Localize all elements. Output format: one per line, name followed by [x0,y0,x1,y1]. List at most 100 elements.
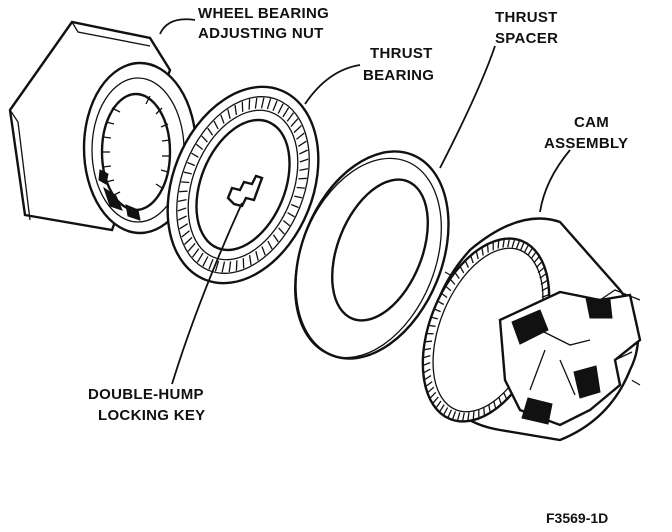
needle-roller [299,158,309,163]
needle-roller [282,219,291,227]
needle-roller [297,140,307,147]
needle-roller [299,149,308,155]
gear-tooth [527,248,533,256]
needle-roller [207,127,214,136]
gear-tooth [454,272,460,279]
gear-tooth [441,293,448,299]
gear-tooth [475,251,479,260]
gear-tooth [502,239,505,248]
needle-roller [191,152,199,158]
gear-tooth [470,256,474,264]
needle-roller [254,97,258,109]
needle-roller [181,230,190,238]
leader-wheel-bearing-nut [159,18,196,35]
needle-roller [267,240,273,250]
needle-roller [183,171,192,175]
gear-tooth [434,308,441,313]
gear-tooth [530,252,537,260]
label-locking-key-line2: LOCKING KEY [98,407,205,424]
needle-roller [266,98,272,110]
needle-roller [187,161,196,167]
gear-tooth [498,396,502,404]
gear-tooth [432,396,439,404]
gear-tooth [424,375,432,380]
needle-roller [277,103,284,114]
gear-tooth [427,386,435,393]
label-thrust-spacer-line1: THRUST [495,9,558,26]
needle-roller [290,203,299,209]
gear-tooth [429,324,436,327]
gear-tooth [541,287,549,292]
gear-tooth [533,256,540,264]
gear-tooth [537,267,545,274]
needle-roller [184,236,193,245]
gear-tooth [430,391,437,399]
needle-roller [299,167,309,172]
gear-tooth [435,400,442,408]
needle-roller [220,114,225,124]
needle-roller [228,261,232,273]
needle-roller [201,135,208,143]
needle-roller [260,97,265,109]
needle-roller [234,104,238,115]
needle-roller [248,255,252,266]
needle-roller [298,177,307,180]
needle-roller [195,143,204,151]
label-thrust-bearing-line1: THRUST [370,45,433,62]
gear-tooth [423,361,431,366]
needle-roller [255,251,259,261]
needle-roller [287,212,295,218]
gear-tooth [540,280,548,285]
gear-tooth [507,239,510,248]
gear-tooth [425,340,433,343]
label-cam-assembly-line1: CAM [574,114,609,131]
label-thrust-bearing-line2: BEARING [363,67,434,84]
leader-cam-assembly [539,149,571,213]
gear-tooth [443,407,449,415]
gear-tooth [456,412,461,421]
gear-tooth [472,411,475,420]
gear-tooth [541,294,549,299]
gear-tooth [539,273,546,279]
cam-assembly-part [421,217,642,442]
gear-tooth [445,286,452,292]
label-wheel-bearing-line2: ADJUSTING NUT [198,25,324,42]
gear-tooth [447,409,452,418]
leader-thrust-bearing [304,64,361,105]
needle-roller [272,234,279,243]
gear-tooth [431,316,438,320]
gear-tooth [423,368,431,373]
needle-roller [196,252,204,263]
needle-roller [179,223,189,230]
needle-roller [290,118,299,128]
thrust-bearing-part [166,85,320,285]
gear-tooth [520,242,525,251]
needle-roller [177,207,187,212]
gear-tooth [535,261,542,269]
label-wheel-bearing-line1: WHEEL BEARING [198,5,329,22]
needle-roller [178,215,187,221]
needle-roller [187,242,196,252]
needle-roller [213,120,219,130]
figure-number: F3569-1D [546,510,608,526]
gear-tooth [452,411,457,420]
leader-locking-key [171,202,243,385]
needle-roller [191,248,200,258]
gear-tooth [439,404,445,412]
gear-tooth [424,347,432,351]
gear-tooth [515,240,520,249]
needle-roller [181,181,190,184]
gear-tooth [465,261,469,268]
gear-tooth [483,407,486,415]
gear-tooth [488,404,491,412]
needle-roller [261,246,266,256]
gear-tooth [481,248,484,256]
label-locking-key-line1: DOUBLE-HUMP [88,386,204,403]
needle-roller [278,227,285,235]
needle-roller [202,256,209,267]
gear-tooth [423,354,431,359]
needle-roller [296,186,305,189]
gear-tooth [511,239,516,248]
needle-roller [248,99,251,110]
